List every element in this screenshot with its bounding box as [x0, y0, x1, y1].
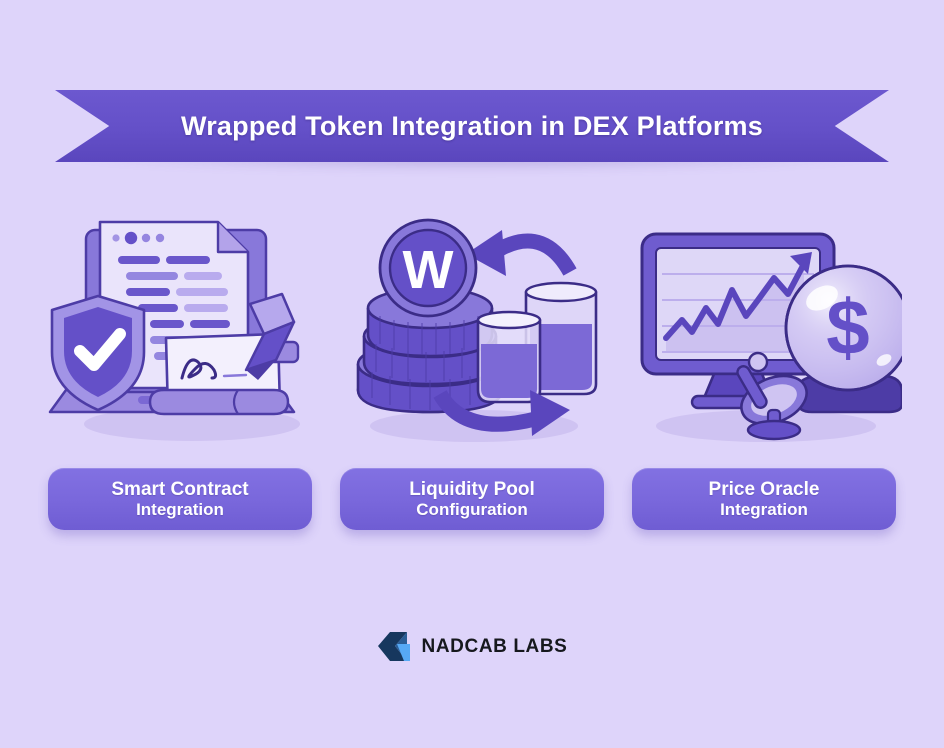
- card-label-line1: Liquidity Pool: [409, 478, 535, 500]
- beaker-icon: [476, 281, 598, 404]
- card-liquidity-pool[interactable]: W L: [334, 212, 610, 530]
- banner-ribbon: Wrapped Token Integration in DEX Platfor…: [55, 90, 889, 162]
- card-row: Smart Contract Integration: [42, 212, 902, 530]
- nadcab-logo-icon: [377, 632, 410, 661]
- shield-check-icon: [50, 294, 146, 412]
- card-label-line2: Configuration: [416, 500, 528, 520]
- page-title: Wrapped Token Integration in DEX Platfor…: [181, 110, 763, 141]
- card-price-oracle[interactable]: $ Price Oracle Integration: [626, 212, 902, 530]
- satellite-dish-icon: [736, 351, 808, 441]
- illustration-liquidity-pool: W: [334, 212, 610, 450]
- card-label-line1: Smart Contract: [111, 478, 249, 500]
- coin-stack-icon: [356, 286, 504, 414]
- card-label-price-oracle[interactable]: Price Oracle Integration: [632, 468, 896, 530]
- contract-illustration-svg: [48, 220, 300, 441]
- liquidity-illustration-svg: W: [356, 218, 598, 442]
- footer-brand: NADCAB LABS: [0, 630, 944, 664]
- illustration-price-oracle: $: [626, 212, 902, 450]
- card-label-line2: Integration: [136, 500, 224, 520]
- card-label-liquidity-pool[interactable]: Liquidity Pool Configuration: [340, 468, 604, 530]
- card-label-line2: Integration: [720, 500, 808, 520]
- oracle-illustration-svg: $: [640, 232, 902, 442]
- currency-symbol: $: [826, 283, 869, 371]
- crystal-ball-icon: $: [784, 264, 902, 414]
- signed-scroll-icon: [148, 332, 300, 416]
- brand-name: NADCAB LABS: [421, 636, 568, 657]
- card-label-line1: Price Oracle: [708, 478, 820, 500]
- swap-arrows-icon: [466, 230, 577, 276]
- illustration-smart-contract: [42, 212, 318, 450]
- coin-symbol: W: [403, 240, 454, 300]
- swap-arrow-bottom-icon: [433, 389, 570, 436]
- pen-icon: [244, 292, 296, 380]
- card-label-smart-contract[interactable]: Smart Contract Integration: [48, 468, 312, 530]
- trend-line-chart-icon: [663, 252, 812, 341]
- card-smart-contract[interactable]: Smart Contract Integration: [42, 212, 318, 530]
- wrapped-token-coin-icon: W: [378, 218, 478, 318]
- banner: Wrapped Token Integration in DEX Platfor…: [55, 90, 889, 172]
